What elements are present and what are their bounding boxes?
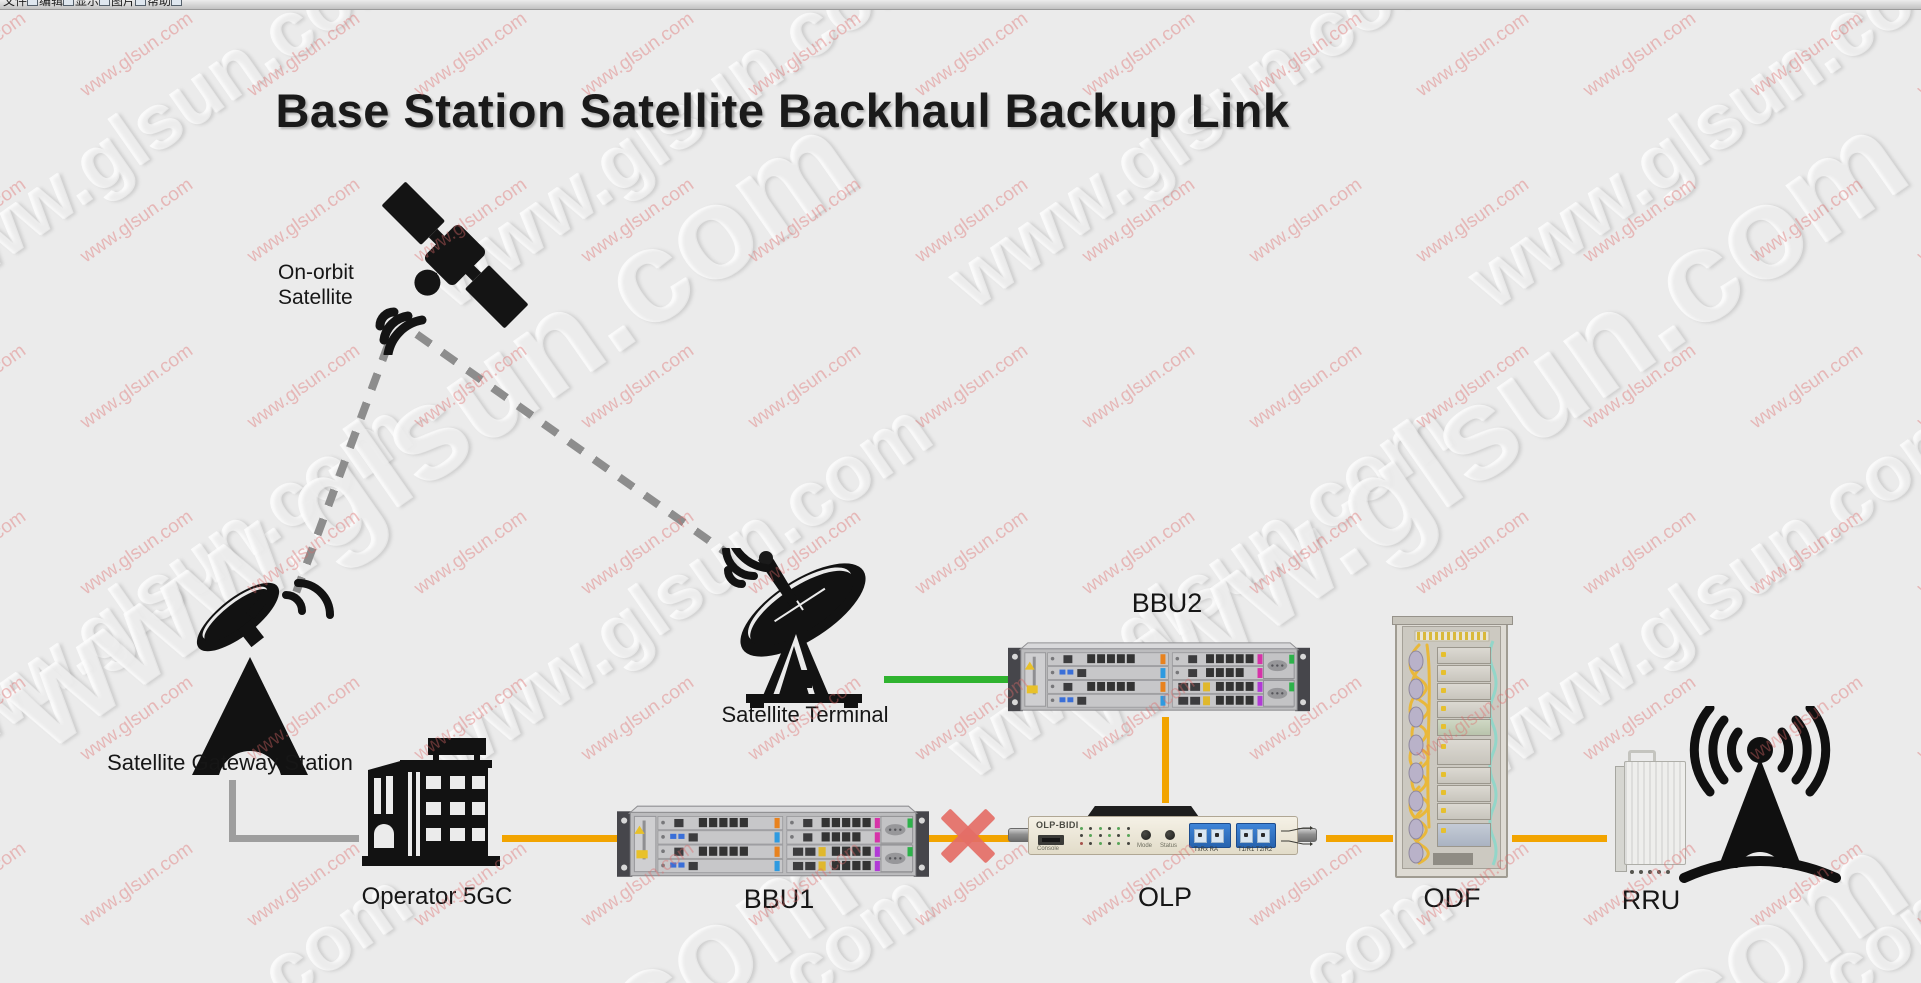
olp-status-label: Status [1160,843,1178,849]
satellite-terminal-icon [722,548,866,708]
link-satellite-terminal [414,331,728,556]
olp-handle [1087,806,1199,817]
olp-console-port[interactable] [1038,835,1064,845]
olp-label: OLP [1137,882,1193,912]
olp-mode-button[interactable] [1141,830,1151,840]
olp-mode-label: Mode [1137,843,1153,849]
link-bbu2-olp [1162,717,1169,803]
bbu2-device [1008,639,1310,716]
rru-device [1608,750,1698,878]
link-satellite-gateway [292,343,392,594]
rru-label: RRU [1621,885,1681,915]
operator-label: Operator 5GC [361,883,513,910]
link-olp-odf [1326,835,1393,842]
olp-model-label: OLP-BIDI [1036,820,1079,830]
odf-interior [1402,626,1501,869]
satellite-icon [375,182,528,355]
link-terminal-bbu2 [884,676,1009,683]
olp-port1-label: TxRx RA [1194,847,1218,853]
radio-tower-icon [1679,706,1841,884]
bbu1-device [617,803,929,881]
terminal-label: Satellite Terminal [721,702,889,727]
olp-port2-label: T1/R1 T2/R2 [1238,847,1273,853]
rru-connectors [1630,870,1670,874]
olp-port-txrx[interactable] [1189,823,1231,848]
odf-top-cap [1392,616,1513,625]
olp-led-indicators [1077,825,1133,847]
olp-device: OLP-BIDI Console Mode Status TxRx RA T1/… [1008,804,1348,856]
gateway-label: Satellite Gateway Station [107,750,353,775]
rru-body [1624,761,1686,865]
link-gateway-operator-vertical [229,779,236,842]
olp-switch-diagram [1281,826,1313,846]
link-odf-rru [1512,835,1607,842]
operator-building-icon [362,738,500,866]
bbu1-label: BBU1 [743,884,815,914]
odf-label: ODF [1423,883,1481,913]
olp-front-panel: OLP-BIDI Console Mode Status TxRx RA T1/… [1028,816,1313,855]
bbu2-label: BBU2 [1131,588,1203,618]
cropped-menu-bar[interactable]: 文件编辑显示图片帮助 [0,0,1921,10]
olp-port-t1r1[interactable] [1236,823,1276,848]
odf-cabinet [1392,616,1513,878]
olp-console-label: Console [1037,846,1060,852]
page-title: Base Station Satellite Backhaul Backup L… [275,84,1290,137]
link-operator-bbu1 [502,835,619,842]
satellite-label: On-orbit Satellite [278,261,354,309]
satellite-gateway-icon [192,579,334,780]
olp-status-button[interactable] [1165,830,1175,840]
link-gateway-operator-horizontal [229,835,359,842]
